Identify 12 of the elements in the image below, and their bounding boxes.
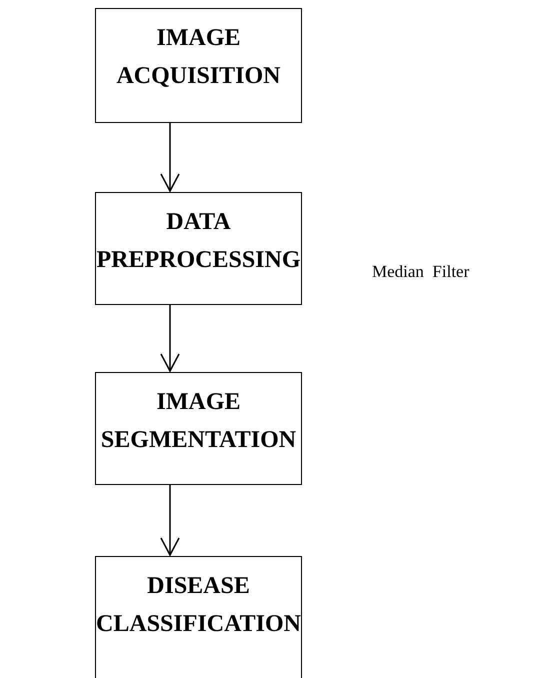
side-note: Median Filter — [372, 262, 470, 282]
arrow — [160, 485, 180, 556]
arrow — [160, 123, 180, 192]
step-label: IMAGE SEGMENTATION — [100, 388, 298, 455]
process-box — [95, 556, 302, 678]
arrow — [160, 305, 180, 372]
process-box — [95, 192, 302, 305]
process-box — [95, 372, 302, 485]
step-label: DATA PREPROCESSING — [96, 208, 301, 275]
step-label: DISEASE CLASSIFICATION — [96, 572, 301, 639]
step-label: IMAGE ACQUISITION — [115, 24, 282, 91]
process-box — [95, 8, 302, 123]
